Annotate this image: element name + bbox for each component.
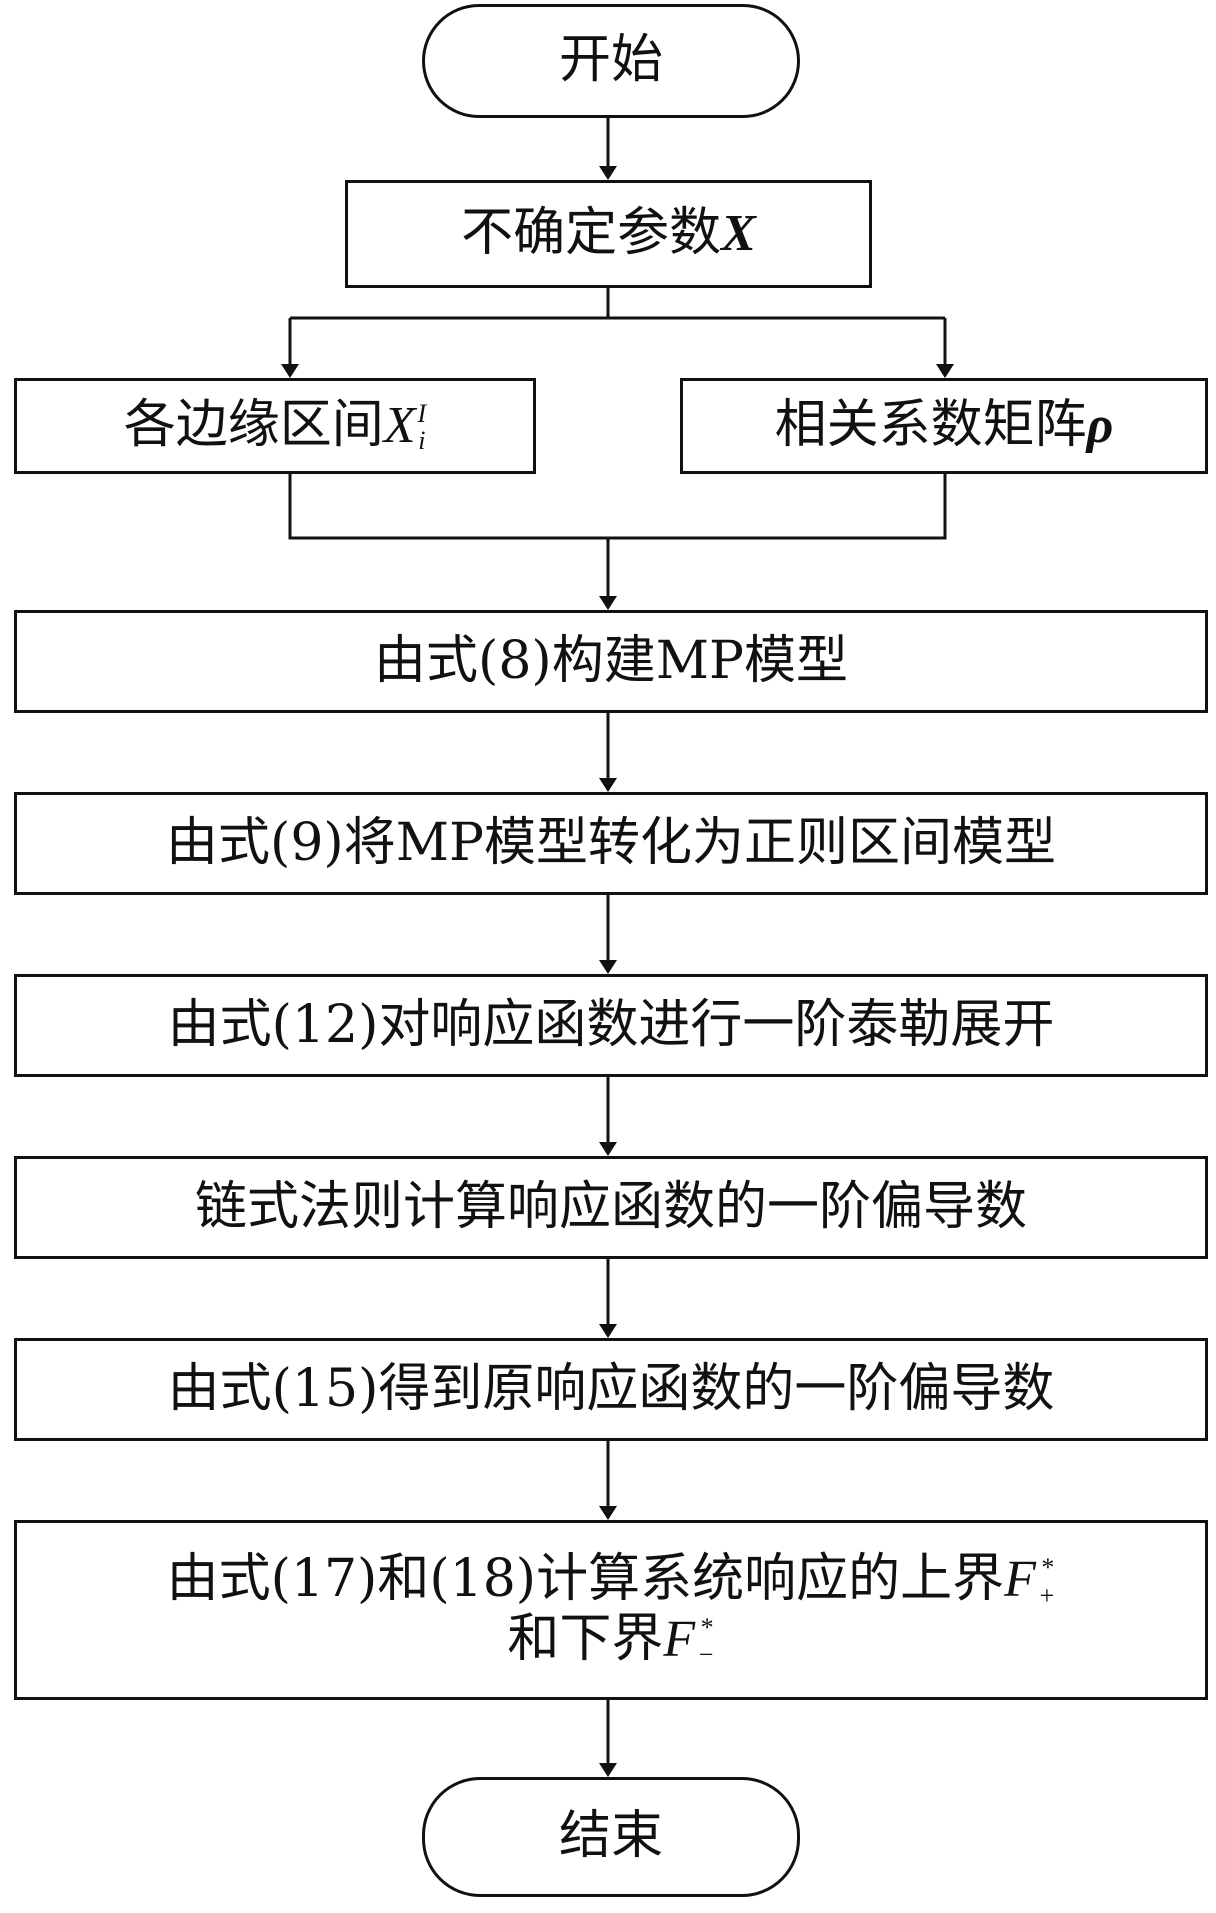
interval-superscript: I: [417, 399, 427, 429]
regular-interval-label: 由式(9)将MP模型转化为正则区间模型: [166, 812, 1056, 873]
regular-interval-box: 由式(9)将MP模型转化为正则区间模型: [14, 792, 1208, 895]
start-label: 开始: [558, 30, 663, 91]
taylor-expansion-box: 由式(12)对响应函数进行一阶泰勒展开: [14, 974, 1208, 1077]
mp-model-box: 由式(8)构建MP模型: [14, 610, 1208, 713]
split-line: [290, 288, 945, 320]
start-terminal: 开始: [422, 4, 800, 118]
chain-rule-label: 链式法则计算响应函数的一阶偏导数: [194, 1176, 1027, 1237]
correlation-matrix-label: 相关系数矩阵: [774, 395, 1087, 456]
symbol-x: X: [721, 205, 756, 263]
marginal-intervals-label: 各边缘区间: [123, 395, 384, 456]
original-derivative-label: 由式(15)得到原响应函数的一阶偏导数: [167, 1358, 1055, 1419]
symbol-lower-bound: F*−: [663, 1611, 715, 1670]
taylor-expansion-label: 由式(12)对响应函数进行一阶泰勒展开: [167, 994, 1055, 1055]
bounds-line-1-label: 由式(17)和(18)计算系统响应的上界: [166, 1549, 1005, 1610]
merge-line: [288, 474, 947, 540]
end-terminal: 结束: [422, 1777, 800, 1897]
mp-model-label: 由式(8)构建MP模型: [374, 630, 848, 691]
interval-subscript: i: [418, 426, 426, 456]
symbol-rho: ρ: [1086, 397, 1114, 455]
original-derivative-box: 由式(15)得到原响应函数的一阶偏导数: [14, 1338, 1208, 1441]
chain-rule-box: 链式法则计算响应函数的一阶偏导数: [14, 1156, 1208, 1259]
bounds-line-2-label: 和下界: [507, 1609, 664, 1669]
uncertain-params-label: 不确定参数: [461, 203, 722, 264]
end-label: 结束: [558, 1806, 663, 1867]
symbol-upper-bound: F*+: [1004, 1551, 1056, 1610]
